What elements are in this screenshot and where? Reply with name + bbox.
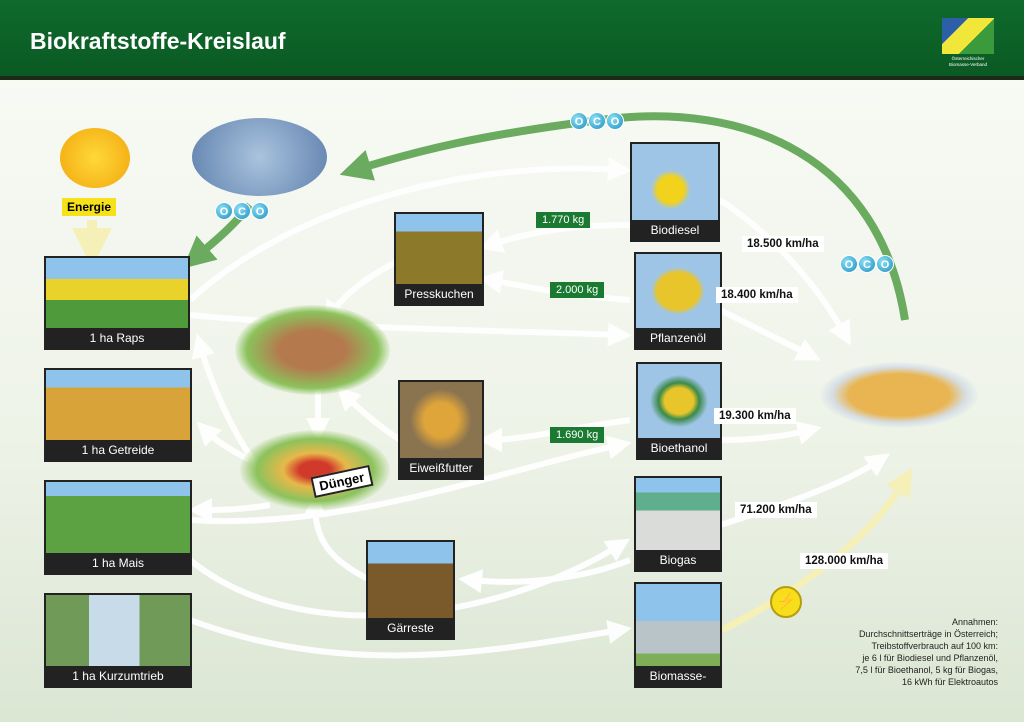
crop-raps: 1 ha Raps <box>44 256 190 350</box>
car-image <box>820 362 978 428</box>
byproduct-eiweissfutter: Eiweißfutter <box>398 380 484 480</box>
header: Biokraftstoffe-Kreislauf Österreichische… <box>0 0 1024 80</box>
arrow <box>478 270 631 303</box>
energy-label: Energie <box>62 198 117 216</box>
range-electric: 128.000 km/ha <box>800 553 889 569</box>
logo: Österreichischer Biomasse-Verband <box>942 18 994 72</box>
arrow <box>303 493 372 583</box>
fuel-bioethanol: Bioethanol <box>636 362 722 460</box>
arrow <box>188 497 271 522</box>
page-title: Biokraftstoffe-Kreislauf <box>30 28 286 54</box>
logo-text: Österreichischer Biomasse-Verband <box>948 56 988 67</box>
byproduct-presskuchen: Presskuchen <box>394 212 484 306</box>
arrow <box>458 557 632 594</box>
arrow <box>189 435 632 525</box>
range-biodiesel: 18.500 km/ha <box>742 236 824 252</box>
cattle-pasture-image <box>235 305 390 395</box>
crop-getreide: 1 ha Getreide <box>44 368 192 462</box>
amount-presskuchen: 1.770 kg <box>536 212 591 228</box>
range-biogas: 71.200 km/ha <box>735 502 817 518</box>
fuel-biogas: Biogas <box>634 476 722 572</box>
arrow <box>718 307 821 361</box>
crop-mais: 1 ha Mais <box>44 480 192 575</box>
arrow <box>478 222 631 253</box>
co2-cycle-arrow <box>339 112 909 321</box>
lightning-icon: ⚡ <box>770 586 802 618</box>
arrow <box>336 386 402 443</box>
arrow <box>323 257 402 325</box>
arrow <box>719 421 822 445</box>
logo-image <box>942 18 994 54</box>
range-pflanzenoel: 18.400 km/ha <box>716 287 798 303</box>
amount-pflanzenoel-presskuchen: 2.000 kg <box>550 282 605 298</box>
sun-icon <box>60 128 130 188</box>
arrow <box>718 197 851 346</box>
byproduct-gaerreste: Gärreste <box>366 540 455 640</box>
rain-cloud-icon <box>192 118 327 196</box>
arrow <box>187 157 632 303</box>
crop-kurzumtrieb: 1 ha Kurzumtrieb <box>44 593 192 688</box>
assumptions-note: Annahmen:Durchschnittserträge in Österre… <box>855 617 998 687</box>
arrow <box>478 417 631 452</box>
fuel-pflanzenoel: Pflanzenöl <box>634 252 722 350</box>
fuel-biomasse-kwk: Biomasse-KWK <box>634 582 722 688</box>
range-bioethanol: 19.300 km/ha <box>714 408 796 424</box>
amount-eiweissfutter: 1.690 kg <box>550 427 605 443</box>
arrow <box>188 617 632 659</box>
fuel-biodiesel: Biodiesel <box>630 142 720 242</box>
